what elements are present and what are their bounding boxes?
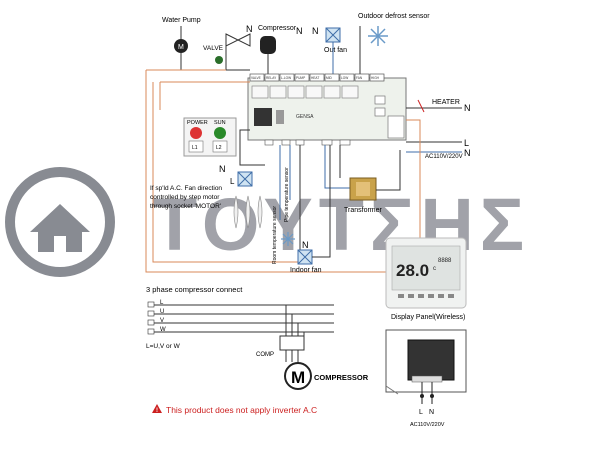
board-port-row [249,73,385,82]
transformer-icon [349,177,377,201]
indoor-fan-label: Indoor fan [290,267,322,274]
outdoor-defrost-label: Outdoor defrost sensor [358,13,430,20]
panel-back-plate [385,329,467,404]
valve-label: VALVE [203,45,224,52]
lcd-temp: 28.0 [396,261,429,280]
port-label: HIGH [371,76,380,80]
water-pump-label: Water Pump [162,17,201,24]
port-label: L-LOW [281,76,291,80]
motor-l: L [230,177,235,186]
panel-l: L [419,409,423,416]
heater-n: N [464,103,471,113]
lcd-small: 8888 [438,258,452,264]
louver-icon [233,195,263,229]
line-u-label: U [160,309,164,315]
l2-label: L2 [216,145,222,151]
panel-voltage: AC110V/220V [410,422,445,428]
out-fan-n: N [312,26,319,36]
display-panel: 28.0 c 8888 [385,237,467,309]
line-w-label: W [160,327,166,333]
port-label: HEAT [311,76,319,80]
watermark: ΤΟΥΤΣΗΣ [5,167,524,277]
control-board: VALVE RELAY L-LOW PUMP HEAT MID LOW FAN … [247,73,407,146]
board-chip [254,108,272,126]
snowflake-icon [281,232,295,246]
display-panel-label: Display Panel(Wireless) [391,314,465,321]
compressor-bottom-label: COMPRESSOR [314,373,369,382]
water-pump-m: M [178,44,184,51]
port-label: FAN [356,76,363,80]
line-l-label: L [160,300,164,306]
power-l: L [464,138,469,148]
snowflake-icon [368,26,388,46]
compressor-n: N [296,26,303,36]
board-model: GENSA [296,114,314,120]
valve-icon [225,33,251,47]
port-label: PUMP [296,76,305,80]
room-temp-sensor-label: Room temperature sensor [272,206,278,264]
house-door [54,236,66,252]
phase-lines: L U V W [147,300,334,335]
warning-icon [152,404,162,413]
step-motor-note-1: If sp'ld A.C. Fan direction [150,185,222,192]
port-label: LOW [341,76,348,80]
water-pump-icon [174,39,188,53]
out-fan-label: Out fan [324,47,347,54]
heater-label: HEATER [432,99,460,106]
sensor-cables [279,145,301,260]
motor-n: N [219,164,226,174]
board-port-labels: VALVE RELAY L-LOW PUMP HEAT MID LOW FAN … [251,76,380,80]
pipe-temp-sensor-label: Pipe temperature sensor [284,167,290,222]
valve-n: N [246,24,253,34]
motor-m: M [291,368,305,387]
watermark-logo-circle [5,167,115,277]
step-motor-note-2: controlled by step motor [150,194,220,201]
l-equals-label: L=U,V or W [146,343,181,350]
comp-label: COMP [256,352,274,358]
motor-icon: M [284,362,312,390]
port-label: MID [326,76,333,80]
port-label: RELAY [266,76,277,80]
contactor [279,305,305,362]
power-n: N [464,148,471,158]
sun-label: SUN [214,120,226,126]
lcd-unit: c [433,266,436,272]
line-v-label: V [160,318,164,324]
l1-label: L1 [192,145,198,151]
power-sun-switch: POWER SUN L1 L2 [183,117,237,157]
power-voltage: AC110V/220V [425,154,463,160]
house-icon [30,204,90,252]
compressor-top-icon [260,36,276,54]
warning-text: This product does not apply inverter A.C [166,405,317,415]
three-phase-title: 3 phase compressor connect [146,285,243,294]
panel-n: N [429,409,434,416]
indoor-fan-n: N [302,240,309,250]
power-label: POWER [187,120,208,126]
transformer-label: Transformer [344,207,383,214]
warning-notice: ! This product does not apply inverter A… [152,404,317,415]
svg-text:!: ! [156,408,158,414]
port-label: VALVE [251,76,261,80]
compressor-top-label: Compressor [258,25,297,32]
step-motor-note-3: through socket 'MOTOR' [150,203,221,210]
